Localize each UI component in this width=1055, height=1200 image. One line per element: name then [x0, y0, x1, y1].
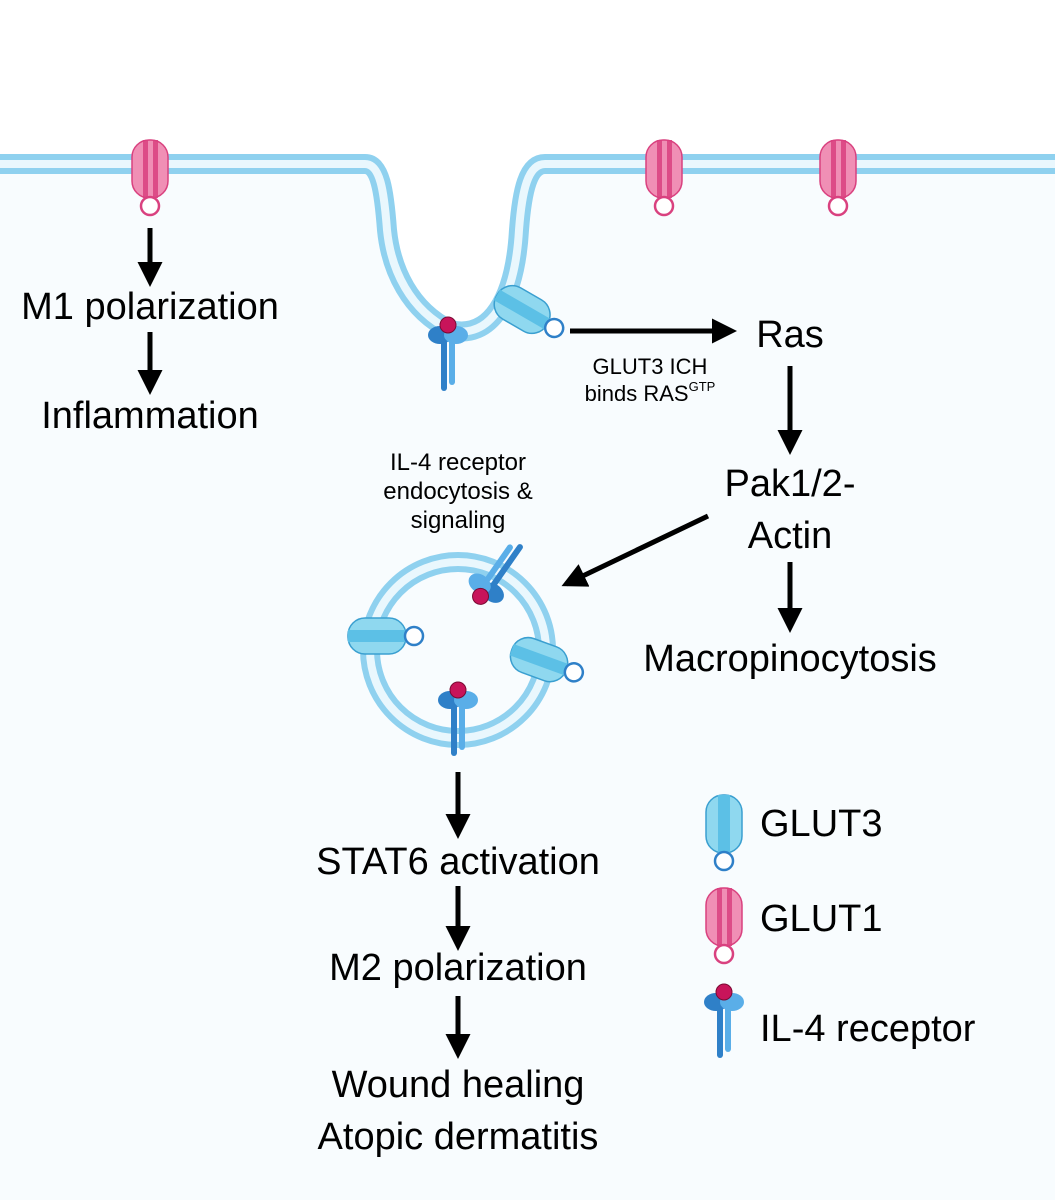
inflammation-label: Inflammation: [41, 395, 259, 437]
m1-polarization-label: M1 polarization: [21, 286, 279, 328]
macropinocytosis-label: Macropinocytosis: [643, 638, 937, 680]
legend-glut1-label: GLUT1: [760, 898, 882, 940]
legend-il4-receptor-label: IL-4 receptor: [760, 1008, 976, 1050]
endocytosis-label-line1: IL-4 receptor: [390, 449, 526, 476]
legend-glut3-label: GLUT3: [760, 803, 882, 845]
arrow-pak-to-endosome: [561, 513, 710, 587]
pak-label: Pak1/2-: [725, 463, 856, 505]
ras-label: Ras: [756, 314, 824, 356]
glut3-ich-annotation: GLUT3 ICH: [593, 354, 708, 379]
actin-label: Actin: [748, 515, 832, 557]
m2-polarization-label: M2 polarization: [329, 947, 587, 989]
endocytosis-label-line2: endocytosis &: [383, 478, 532, 505]
wound-healing-label: Wound healing: [332, 1064, 585, 1106]
stat6-activation-label: STAT6 activation: [316, 841, 600, 883]
binds-ras-annotation: binds RASGTP: [585, 379, 716, 406]
atopic-dermatitis-label: Atopic dermatitis: [318, 1116, 599, 1158]
endocytosis-label-line3: signaling: [411, 507, 506, 534]
